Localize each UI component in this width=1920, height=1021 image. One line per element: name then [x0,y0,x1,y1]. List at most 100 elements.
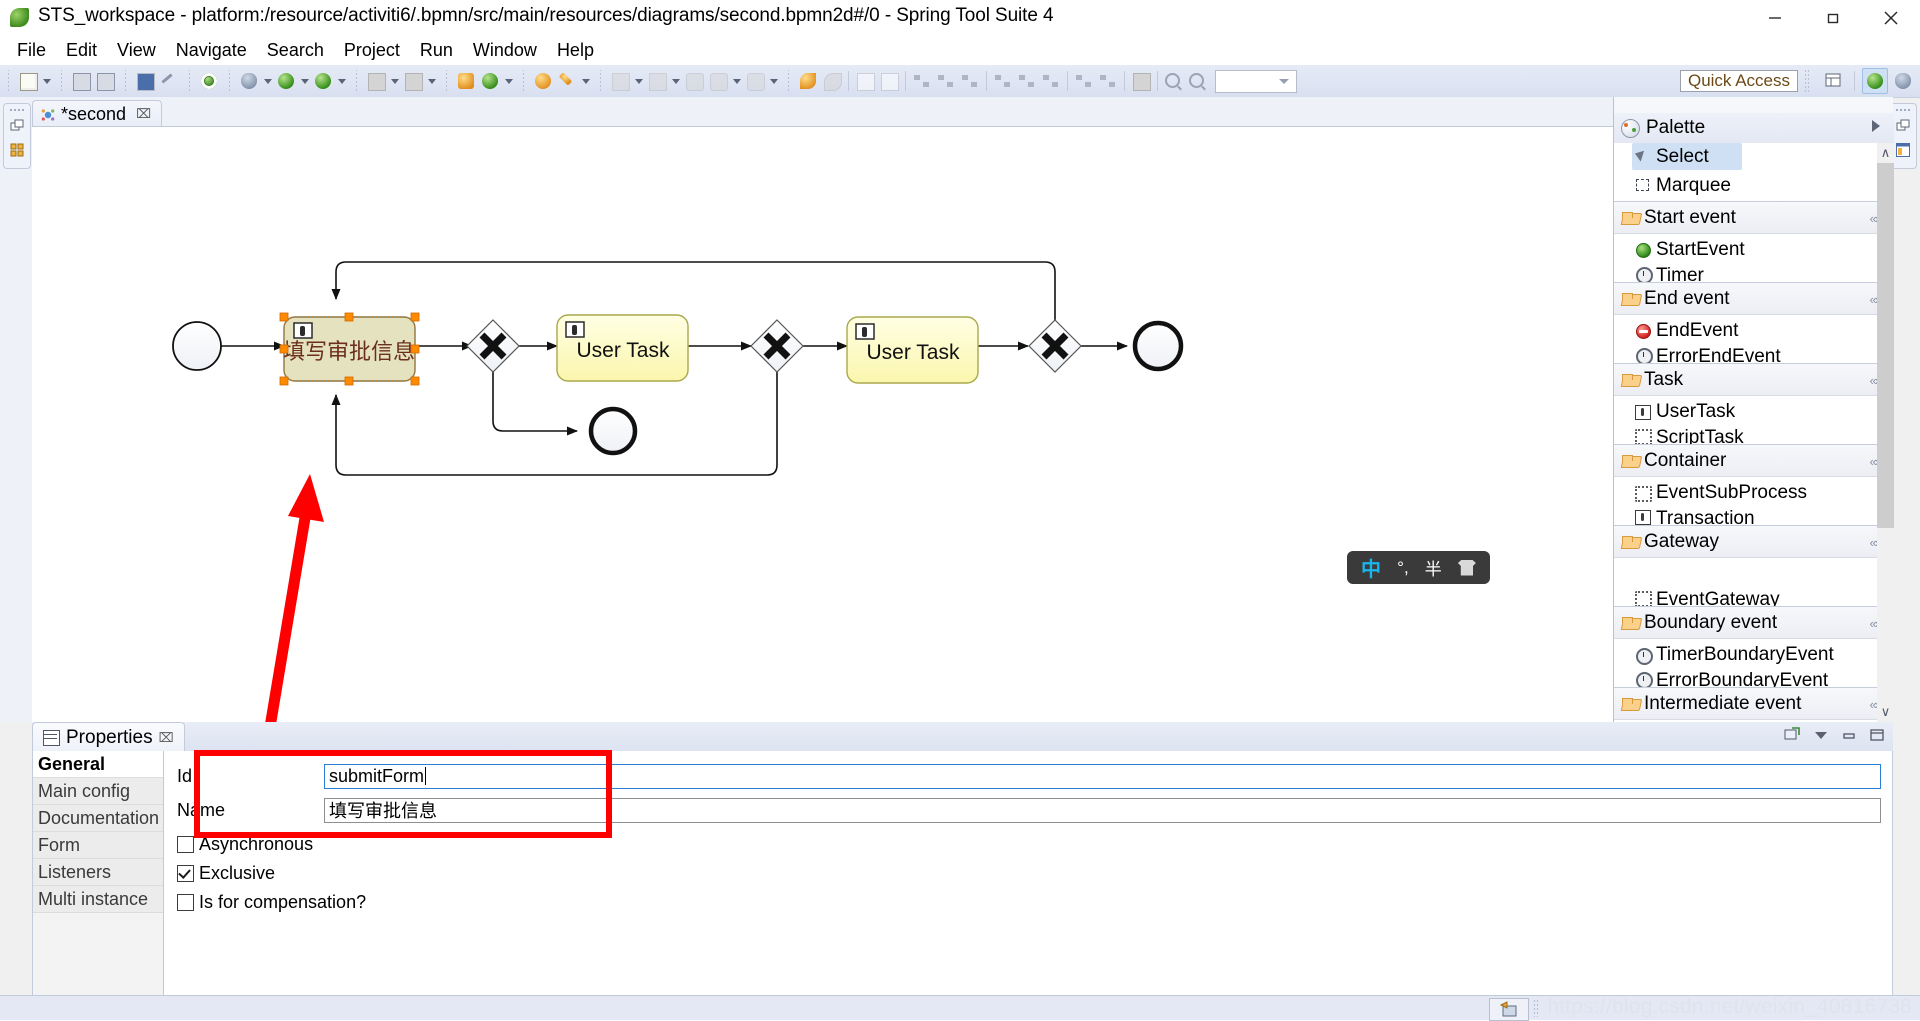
previous-icon[interactable] [707,70,729,92]
fast-view-grip[interactable] [9,108,25,112]
restore-view-icon[interactable] [9,118,25,134]
palette-item-error-end-clipped[interactable]: ErrorEndEvent [1614,346,1894,363]
palette-scrollbar-thumb[interactable] [1877,163,1894,528]
palette-group-task[interactable]: Task «» [1614,363,1894,396]
menu-file[interactable]: File [17,40,47,60]
palette-collapse-icon[interactable] [1872,120,1880,132]
relaunch-icon[interactable] [402,70,424,92]
name-field-input[interactable]: 填写审批信息 [324,797,1881,823]
palette-group-start-event[interactable]: Start event «» [1614,201,1894,234]
properties-category-form[interactable]: Form [33,832,163,859]
align-left-icon[interactable] [911,70,933,92]
ime-halfwidth-label[interactable]: 半 [1424,560,1442,579]
outline-view-icon[interactable] [1895,142,1911,158]
save-all-icon[interactable] [94,70,116,92]
new-wizard-icon[interactable] [17,70,39,92]
palette-group-intermediate-event[interactable]: Intermediate event «» [1614,687,1894,720]
palette-item-eventgateway-clipped[interactable]: EventGateway [1614,589,1894,606]
forward-dropdown-icon[interactable] [767,70,780,92]
pencil-icon[interactable] [556,70,578,92]
perspective-debug-icon[interactable] [1891,69,1915,93]
link-icon[interactable] [158,70,180,92]
redo-icon[interactable] [821,70,843,92]
quick-access-field[interactable]: Quick Access [1680,70,1798,92]
maximize-restore-icon[interactable] [1783,726,1801,747]
match-size-icon[interactable] [1040,70,1062,92]
minimize-button[interactable] [1746,0,1804,36]
toolbar-grip[interactable] [186,70,194,92]
palette-scrollbar[interactable]: ∧ ∨ [1877,143,1894,722]
scroll-down-icon[interactable]: ∨ [1880,704,1891,719]
palette-item-usertask[interactable]: UserTask [1614,396,1894,427]
group-columns-icon[interactable] [1097,70,1119,92]
open-console-icon[interactable] [134,70,156,92]
new-class-dropdown-icon[interactable] [502,70,515,92]
ime-toolbar[interactable]: 中 °, 半 [1347,551,1490,584]
ime-punctuation-label[interactable]: °, [1397,557,1409,577]
toolbar-grip[interactable] [226,70,234,92]
status-bar-grip[interactable] [1533,999,1538,1017]
group-rows-icon[interactable] [1073,70,1095,92]
zoom-out-icon[interactable] [1163,70,1185,92]
remote-systems-icon[interactable] [1489,998,1529,1021]
back-icon[interactable] [683,70,705,92]
bpmn-canvas[interactable]: 填写审批信息 User Task [32,126,1613,723]
palette-item-select[interactable]: Select [1632,143,1742,170]
checkbox-row-asynchronous[interactable]: Asynchronous [164,830,1892,859]
toolbar-grip[interactable] [443,70,451,92]
properties-category-listeners[interactable]: Listeners [33,859,163,886]
properties-tab[interactable]: Properties ⌧ [32,722,185,752]
perspective-spring-icon[interactable] [1862,68,1888,94]
menu-help[interactable]: Help [556,40,594,60]
new-package-icon[interactable] [455,70,477,92]
palette-group-end-event[interactable]: End event «» [1614,282,1894,315]
editor-tab-second[interactable]: *second ⌧ [32,100,163,127]
maximize-button[interactable] [1804,0,1862,36]
toolbar-grip[interactable] [58,70,66,92]
zoom-in-icon[interactable] [1187,70,1209,92]
boot-dashboard-icon[interactable] [198,70,220,92]
palette-item-timer-start-clipped[interactable]: Timer [1614,265,1894,282]
id-field-input[interactable]: submitForm [324,763,1881,789]
exclusive-checkbox[interactable] [177,865,194,882]
menu-navigate[interactable]: Navigate [175,40,247,60]
editor-tab-close-icon[interactable]: ⌧ [136,106,152,121]
copy-icon[interactable] [854,70,876,92]
toolbar-grip[interactable] [122,70,130,92]
palette-group-boundary-event[interactable]: Boundary event «» [1614,606,1894,639]
properties-category-documentation[interactable]: Documentation [33,805,163,832]
toolbar-grip[interactable] [353,70,361,92]
debug-dropdown-icon[interactable] [261,70,274,92]
distribute-horizontal-icon[interactable] [992,70,1014,92]
download-dropdown-icon[interactable] [632,70,645,92]
palette-item-transaction-clipped[interactable]: Transaction [1614,508,1894,525]
palette-group-container[interactable]: Container «» [1614,444,1894,477]
maximize-icon[interactable] [1869,727,1885,747]
palette-item-endevent[interactable]: EndEvent [1614,315,1894,346]
properties-close-icon[interactable]: ⌧ [158,729,174,745]
zoom-level-combo[interactable] [1215,69,1297,93]
open-perspective-icon[interactable] [1823,69,1847,93]
menu-edit[interactable]: Edit [66,40,98,60]
palette-item-startevent[interactable]: StartEvent [1614,234,1894,265]
download-icon[interactable] [609,70,631,92]
menu-view[interactable]: View [117,40,156,60]
shirt-icon[interactable] [1457,559,1476,576]
search-icon[interactable] [532,70,554,92]
new-class-icon[interactable] [479,70,501,92]
palette-item-exclusivegateway-clipped[interactable]: ExclusiveGateway [1614,558,1894,589]
close-button[interactable] [1862,0,1920,36]
paste-icon[interactable] [878,70,900,92]
distribute-vertical-icon[interactable] [1016,70,1038,92]
previous-dropdown-icon[interactable] [730,70,743,92]
debug-icon[interactable] [238,70,260,92]
palette-group-gateway[interactable]: Gateway «» [1614,525,1894,558]
next-annotation-dropdown-icon[interactable] [669,70,682,92]
palette-item-errorboundaryevent-clipped[interactable]: ErrorBoundaryEvent [1614,670,1894,687]
palette-item-eventsubprocess[interactable]: EventSubProcess [1614,477,1894,508]
toolbar-grip[interactable] [5,70,13,92]
palette-item-intermediate-clipped[interactable] [1614,720,1894,722]
checkbox-row-exclusive[interactable]: Exclusive [164,859,1892,888]
forward-icon[interactable] [744,70,766,92]
run-dropdown-icon[interactable] [298,70,311,92]
